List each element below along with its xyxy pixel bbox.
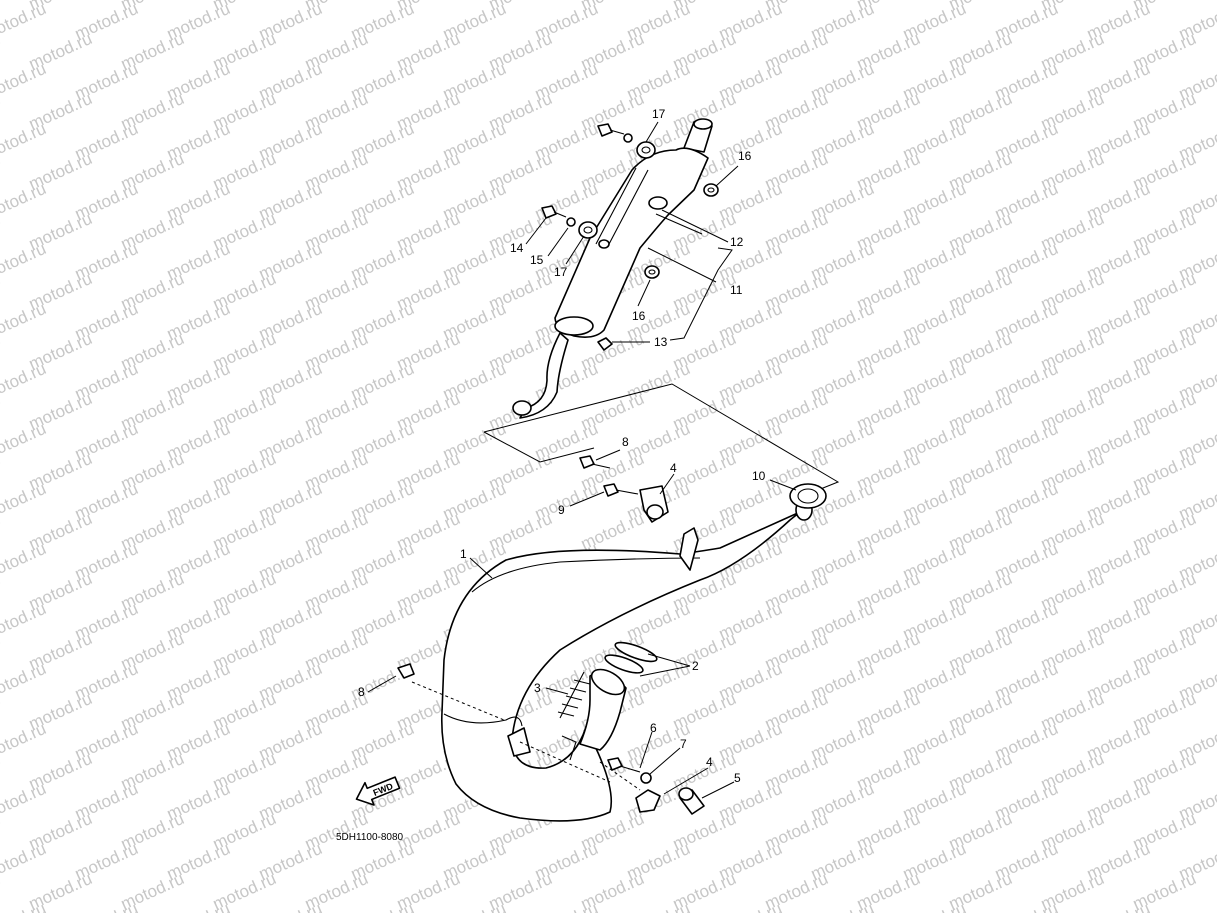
watermark-text: motod.ru — [0, 119, 49, 164]
diagram-code: 5DH1100-8080 — [336, 832, 404, 843]
silencer-mount-hole — [598, 239, 610, 249]
watermark-text: motod.ru — [900, 899, 969, 913]
callout-14: 14 — [510, 241, 524, 255]
watermark-text: motod.ru — [0, 719, 49, 764]
grommet-upper — [703, 183, 719, 197]
silencer-inlet-opening — [512, 400, 532, 416]
screw-13 — [597, 337, 613, 351]
grommet-lower — [644, 265, 660, 279]
callout-3: 3 — [534, 681, 541, 695]
joint-tube — [789, 483, 827, 509]
bolt-8-lower — [397, 663, 415, 679]
washer-7 — [640, 772, 652, 784]
watermark-text: motod.ru — [0, 599, 49, 644]
silencer-grommet-hole — [648, 196, 668, 210]
watermark-text: motod.ru — [0, 419, 49, 464]
watermark-text: motod.ru — [1176, 899, 1217, 913]
watermark-text: motod.ru — [624, 899, 693, 913]
watermark-text: motod.ru — [1084, 899, 1153, 913]
bolt-14 — [541, 205, 557, 219]
silencer-body — [554, 147, 709, 338]
watermark-text: motod.ru — [0, 299, 49, 344]
collar-upper — [636, 141, 656, 159]
lower-components — [397, 455, 827, 815]
watermark-text: motod.ru — [0, 0, 3, 14]
watermark-text: motod.ru — [164, 899, 233, 913]
reference-outline — [483, 383, 840, 495]
watermark-text: motod.ru — [0, 899, 49, 913]
callout-9: 9 — [558, 503, 565, 517]
watermark-text: motod.ru — [440, 899, 509, 913]
silencer-inlet-end — [554, 316, 594, 336]
header-flange — [635, 789, 661, 813]
callout-8a: 8 — [622, 435, 629, 449]
callout-16b: 16 — [632, 309, 646, 323]
watermark-text: motod.ru — [532, 899, 601, 913]
callout-17a: 17 — [652, 107, 666, 121]
watermark-text: motod.ru — [256, 899, 325, 913]
watermark-text: motod.ru — [0, 479, 49, 524]
callout-13: 13 — [654, 335, 668, 349]
callouts: 17 16 12 14 15 17 11 16 13 8 4 10 9 1 2 … — [358, 107, 766, 785]
callout-12: 12 — [730, 235, 744, 249]
callout-15: 15 — [530, 253, 544, 267]
washer-15 — [566, 217, 576, 227]
callout-17b: 17 — [554, 265, 568, 279]
washer-upper — [623, 133, 633, 143]
silencer-assembly — [512, 118, 713, 419]
gasket-2b — [604, 654, 644, 674]
watermark-text: motod.ru — [0, 659, 49, 704]
watermark-text: motod.ru — [808, 899, 877, 913]
watermark-text: motod.ru — [348, 899, 417, 913]
callout-10: 10 — [752, 469, 766, 483]
callout-16a: 16 — [738, 149, 752, 163]
callout-4a: 4 — [670, 461, 677, 475]
header-bracket-upper — [679, 527, 699, 571]
gasket-2a — [614, 641, 658, 663]
watermark-text: motod.ru — [992, 899, 1061, 913]
exhaust-header-pipe — [440, 511, 801, 822]
silencer-outlet-end — [693, 118, 713, 130]
callout-2: 2 — [692, 659, 699, 673]
collar-17-lower — [578, 221, 598, 239]
bolt-9 — [603, 483, 619, 497]
silencer-inlet-pipe — [519, 332, 569, 419]
watermark-text: motod.ru — [0, 239, 49, 284]
spring — [557, 671, 591, 719]
callout-8b: 8 — [358, 685, 365, 699]
watermark-text: motod.ru — [0, 839, 49, 884]
leader-lines — [367, 121, 797, 799]
upper-fasteners — [541, 123, 719, 351]
watermark-text: motod.ru — [716, 899, 785, 913]
watermark-text: motod.ru — [0, 359, 49, 404]
watermark-text: motod.ru — [0, 539, 49, 584]
watermark-text: motod.ru — [0, 779, 49, 824]
callout-11: 11 — [730, 283, 743, 297]
watermark-text: motod.ru — [0, 0, 49, 44]
bolt-upper — [597, 123, 613, 137]
callout-5: 5 — [734, 771, 741, 785]
bolt-8-upper — [579, 455, 595, 469]
callout-1: 1 — [460, 547, 467, 561]
watermark-text: motod.ru — [72, 899, 141, 913]
callout-4b: 4 — [706, 755, 713, 769]
watermark-text: motod.ru — [0, 179, 49, 224]
callout-6: 6 — [650, 721, 657, 735]
header-bracket-lower — [507, 727, 531, 757]
callout-7: 7 — [680, 737, 687, 751]
watermark-text: motod.ru — [0, 59, 49, 104]
bolt-6 — [607, 757, 623, 771]
